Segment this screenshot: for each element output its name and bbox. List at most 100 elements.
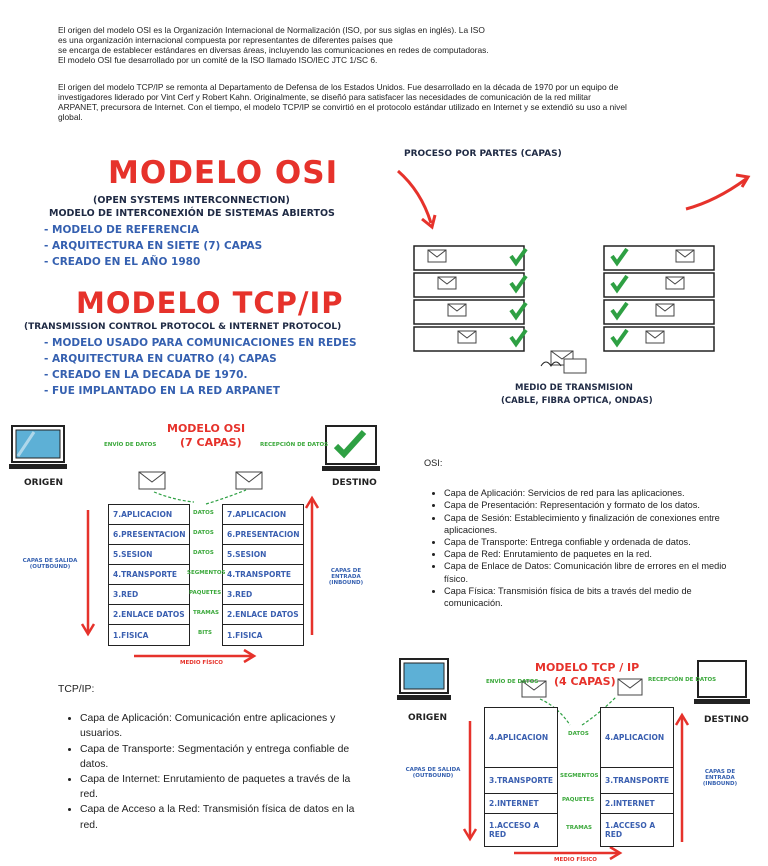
tcp-left-stack: 4.APLICACION 3.TRANSPORTE 2.INTERNET 1.A…	[484, 707, 558, 847]
pdu-label: PAQUETES	[562, 797, 595, 803]
osi-diagram: MODELO OSI (7 CAPAS) ENVÍO DE DATOS RECE…	[4, 420, 402, 670]
osi-layer: 6.PRESENTACION	[109, 525, 189, 545]
tcp-diagram-art	[397, 658, 750, 861]
destination-check-icon	[333, 429, 367, 459]
osi-layer: 4.TRANSPORTE	[223, 565, 303, 585]
osi-item: - CREADO EN EL AÑO 1980	[44, 256, 201, 268]
pdu-label: DATOS	[193, 530, 214, 536]
osi-list-item: Capa de Transporte: Entrega confiable y …	[444, 536, 734, 548]
pdu-label: PAQUETES	[189, 590, 222, 596]
tcp-layer: 1.ACCESO A RED	[605, 821, 656, 839]
osi-layer: 2.ENLACE DATOS	[109, 605, 189, 625]
tcp-subtitle: (TRANSMISSION CONTROL PROTOCOL & INTERNE…	[24, 322, 342, 332]
tcp-list-item: Capa de Acceso a la Red: Transmisión fís…	[80, 802, 368, 832]
osi-right-stack: 7.APLICACION 6.PRESENTACION 5.SESION 4.T…	[222, 504, 304, 646]
models-summary-panel: MODELO OSI (OPEN SYSTEMS INTERCONNECTION…	[14, 141, 384, 415]
tcp-list-heading: TCP/IP:	[58, 684, 95, 695]
tcp-layer-list: TCP/IP: Capa de Aplicación: Comunicación…	[58, 682, 368, 833]
tcp-item: - FUE IMPLANTADO EN LA RED ARPANET	[44, 385, 280, 397]
pdu-label: TRAMAS	[566, 825, 592, 831]
tcp-list-item: Capa de Aplicación: Comunicación entre a…	[80, 711, 368, 741]
tcp-diagram: MODELO TCP / IP (4 CAPAS) ENVÍO DE DATOS…	[392, 657, 764, 865]
outbound-label: CAPAS DE SALIDA (OUTBOUND)	[405, 767, 461, 779]
osi-subtitle-english: (OPEN SYSTEMS INTERCONNECTION)	[93, 195, 290, 206]
osi-list-item: Capa de Presentación: Representación y f…	[444, 499, 734, 511]
medium-label: MEDIO DE TRANSMISION	[515, 383, 633, 393]
medium-envelopes	[540, 350, 587, 374]
origin-label: ORIGEN	[24, 478, 63, 488]
tcp-right-stack: 4.APLICACION 3.TRANSPORTE 2.INTERNET 1.A…	[600, 707, 674, 847]
tcp-layer: 4.APLICACION	[601, 708, 673, 768]
tcp-layer: 1.ACCESO A RED	[489, 821, 540, 839]
destination-label: DESTINO	[704, 715, 749, 725]
tcp-item: - MODELO USADO PARA COMUNICACIONES EN RE…	[44, 337, 357, 349]
incoming-arrow	[397, 169, 433, 224]
tcp-list-item: Capa de Internet: Enrutamiento de paquet…	[80, 772, 368, 802]
osi-layer: 3.RED	[223, 585, 303, 605]
right-layer-stack	[603, 245, 715, 352]
osi-left-stack: 7.APLICACION 6.PRESENTACION 5.SESION 4.T…	[108, 504, 190, 646]
tcp-diagram-title: MODELO TCP / IP	[535, 661, 640, 674]
tcp-item: - ARQUITECTURA EN CUATRO (4) CAPAS	[44, 353, 277, 365]
osi-layer-list: OSI: Capa de Aplicación: Servicios de re…	[424, 457, 734, 609]
left-layer-stack	[413, 245, 528, 352]
intro-line: El modelo OSI fue desarrollado por un co…	[58, 55, 378, 65]
intro-line: El origen del modelo TCP/IP se remonta a…	[58, 82, 619, 92]
osi-layer: 2.ENLACE DATOS	[223, 605, 303, 625]
pdu-label: TRAMAS	[193, 610, 219, 616]
pdu-label: DATOS	[193, 550, 214, 556]
pdu-label: BITS	[198, 630, 212, 636]
origin-label: ORIGEN	[408, 713, 447, 723]
tcp-layer: 2.INTERNET	[601, 794, 673, 814]
osi-diagram-art	[9, 425, 380, 664]
osi-layer: 3.RED	[109, 585, 189, 605]
intro-line: se encarga de establecer estándares en d…	[58, 45, 489, 55]
osi-layer: 4.TRANSPORTE	[109, 565, 189, 585]
pdu-label: DATOS	[193, 510, 214, 516]
destination-label: DESTINO	[332, 478, 377, 488]
pdu-label: SEGMENTOS	[187, 570, 226, 576]
osi-diagram-title: MODELO OSI	[167, 422, 246, 435]
process-title: PROCESO POR PARTES (CAPAS)	[404, 149, 562, 159]
osi-title: MODELO OSI	[108, 155, 339, 191]
tcp-layer: 3.TRANSPORTE	[601, 768, 673, 794]
osi-layer: 5.SESION	[223, 545, 303, 565]
tcp-layer: 3.TRANSPORTE	[485, 768, 557, 794]
tcp-title: MODELO TCP/IP	[76, 286, 344, 320]
pdu-label: DATOS	[568, 731, 589, 737]
osi-layer: 1.FISICA	[227, 630, 263, 640]
outbound-label: CAPAS DE SALIDA (OUTBOUND)	[22, 558, 78, 570]
send-data-label: ENVÍO DE DATOS	[104, 442, 157, 448]
osi-subtitle-spanish: MODELO DE INTERCONEXIÓN DE SISTEMAS ABIE…	[49, 208, 335, 219]
tcp-list-item: Capa de Transporte: Segmentación y entre…	[80, 742, 368, 772]
osi-list-item: Capa de Aplicación: Servicios de red par…	[444, 487, 734, 499]
intro-line: investigadores liderado por Vint Cerf y …	[58, 92, 591, 102]
process-panel: PROCESO POR PARTES (CAPAS)	[386, 141, 756, 415]
process-illustration	[397, 169, 751, 374]
intro-paragraph-osi: El origen del modelo OSI es la Organizac…	[58, 25, 489, 65]
osi-list-item: Capa de Enlace de Datos: Comunicación li…	[444, 560, 734, 584]
osi-list-item: Capa de Sesión: Establecimiento y finali…	[444, 512, 734, 536]
osi-list-item: Capa de Red: Enrutamiento de paquetes en…	[444, 548, 734, 560]
outgoing-arrow	[685, 177, 747, 211]
tcp-layer: 2.INTERNET	[485, 794, 557, 814]
pdu-label: SEGMENTOS	[560, 773, 599, 779]
intro-line: El origen del modelo OSI es la Organizac…	[58, 25, 485, 35]
intro-line: es una organización internacional compue…	[58, 35, 393, 45]
osi-list-heading: OSI:	[424, 458, 443, 468]
osi-diagram-subtitle: (7 CAPAS)	[180, 436, 242, 449]
receive-data-label: RECEPCIÓN DE DATOS	[260, 442, 329, 448]
intro-line: ARPANET, precursora de Internet. Con el …	[58, 102, 627, 112]
osi-layer: 1.FISICA	[113, 630, 149, 640]
osi-item: - ARQUITECTURA EN SIETE (7) CAPAS	[44, 240, 263, 252]
inbound-label: CAPAS DE ENTRADA (INBOUND)	[702, 769, 738, 787]
osi-layer: 5.SESION	[109, 545, 189, 565]
osi-layer: 7.APLICACION	[223, 505, 303, 525]
physical-medium-label: MEDIO FÍSICO	[554, 857, 597, 863]
medium-examples: (CABLE, FIBRA OPTICA, ONDAS)	[501, 396, 653, 406]
osi-layer: 6.PRESENTACION	[223, 525, 303, 545]
osi-layer: 7.APLICACION	[109, 505, 189, 525]
tcp-item: - CREADO EN LA DECADA DE 1970.	[44, 369, 248, 381]
intro-line: global.	[58, 112, 83, 122]
osi-list-item: Capa Física: Transmisión física de bits …	[444, 585, 734, 609]
